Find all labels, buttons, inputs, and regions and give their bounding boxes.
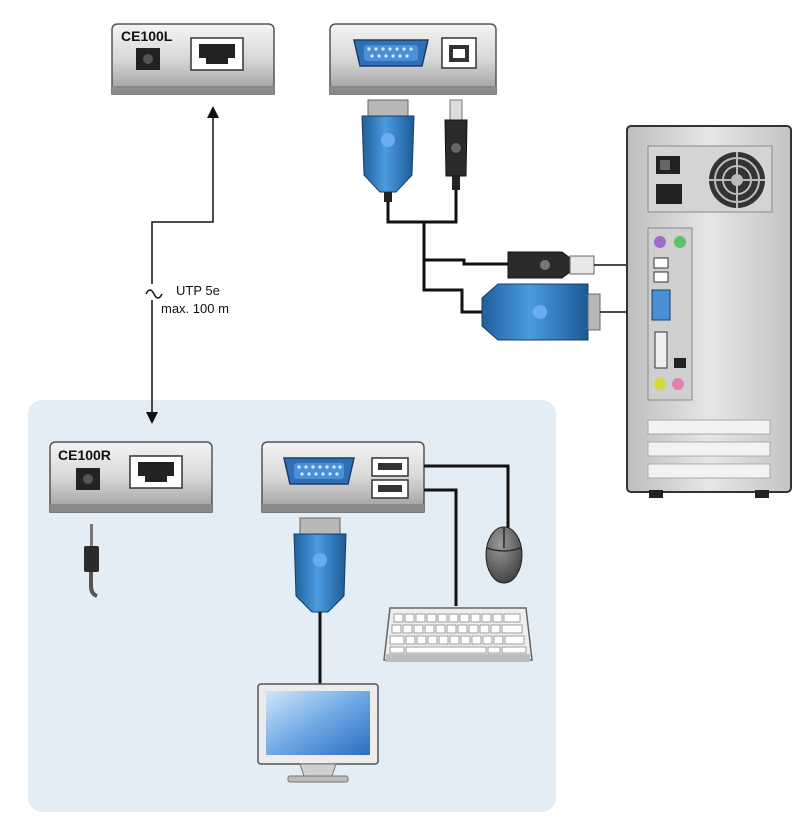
console-module (261, 441, 425, 513)
keyboard-icon (383, 607, 533, 662)
monitor-icon (257, 683, 379, 783)
usb-b-port-icon (441, 37, 477, 69)
cpu-module (329, 23, 497, 95)
ce100l-unit: CE100L (111, 23, 275, 95)
computer-tower-icon (626, 125, 792, 498)
rj45-port-icon (129, 455, 183, 489)
rj45-port-icon (190, 37, 244, 71)
local-cables (386, 190, 510, 314)
vga-port-icon (353, 39, 429, 67)
vga-plug-pc (481, 283, 601, 341)
usb-connector-local (444, 99, 468, 190)
ce100l-label: CE100L (121, 28, 173, 44)
cable-type-label: UTP 5e (176, 283, 220, 298)
vga-connector-local (361, 99, 415, 202)
usb-a-ports-icon (371, 457, 409, 499)
vga-connector-remote (293, 517, 347, 613)
power-plug (84, 524, 99, 598)
vga-port-icon (283, 457, 355, 485)
ce100r-unit: CE100R (49, 441, 213, 513)
remote-cables (318, 464, 510, 684)
usb-plug-pc (507, 251, 595, 279)
power-jack-icon (136, 48, 160, 70)
cable-length-label: max. 100 m (161, 301, 229, 316)
ce100r-label: CE100R (58, 447, 111, 463)
power-jack-icon (76, 468, 100, 490)
utp-link-line (145, 106, 219, 424)
mouse-icon (485, 526, 523, 584)
